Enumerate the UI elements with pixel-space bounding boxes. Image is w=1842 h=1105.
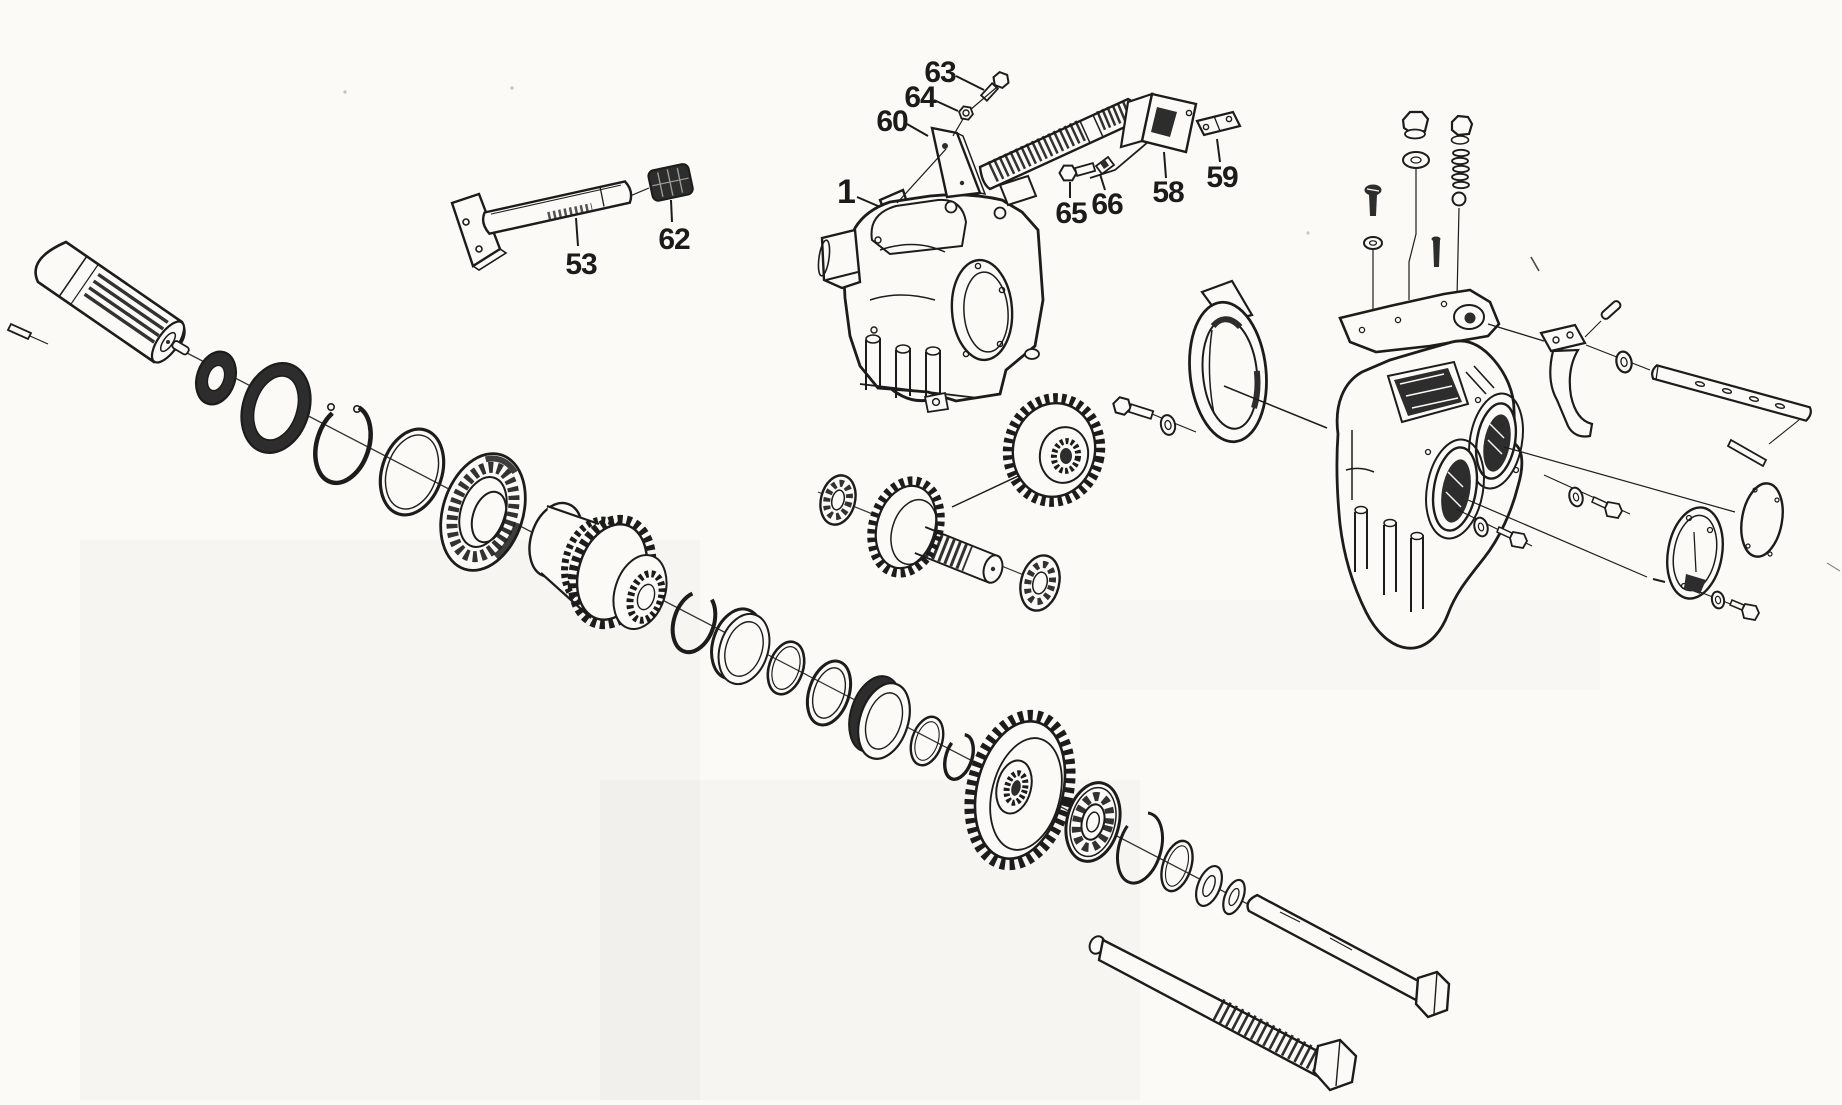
shim-ring-2 [766,640,806,696]
shift-rail-washer [1615,350,1633,374]
oval-end-cover [1666,506,1724,600]
gearbox-top-dome [870,198,968,256]
countershaft-bearing-right [1019,554,1061,612]
rail-lock-pin-group [1726,419,1800,468]
callout-label-65: 65 [1055,197,1087,230]
leader-line-1 [856,196,879,207]
pin-66-group [1094,155,1116,176]
mounting-plate-60-group [896,126,987,204]
bracket-link-wire [1089,141,1149,179]
bolt-63-group [969,70,1010,111]
threaded-bolt-group [1088,935,1358,1092]
rear-housing-hardware-top [1363,110,1474,330]
long-bolt-group [1246,893,1451,1019]
callout-label-62: 62 [658,223,690,256]
leader-line-62 [670,199,673,223]
spacer-ring [805,659,853,727]
gearbox-side-cover [950,258,1014,362]
washer-64-group [952,105,974,137]
input-shaft-ring-train-group [194,350,527,572]
snap-ring-3 [943,733,975,781]
leader-line-64 [933,99,959,112]
scan-texture [343,86,1841,572]
leader-line-60 [906,123,929,137]
cover-bolt-group [1699,590,1761,621]
tapered-roller-bearing [439,452,527,572]
shift-fork-group [1539,323,1594,438]
rear-housing-top-cover [1338,288,1545,354]
gearbox-top-clamp [998,174,1038,207]
leader-line-58 [1163,151,1167,179]
clutch-hub-group [528,501,668,630]
callout-label-1: 1 [837,173,855,211]
housing-cover-bolts [1455,474,1631,549]
roll-pin-group [1584,300,1622,338]
pto-shaft-53-group [450,180,650,271]
leader-line-66 [1099,173,1106,191]
output-gear-group [964,709,1076,871]
main-gearbox-assembly-group [817,174,1045,414]
countershaft-bearing-left [819,474,857,526]
callout-label-59: 59 [1206,161,1238,194]
bracket-58-group [1119,92,1198,154]
snap-ring-1 [313,402,373,486]
callout-label-53: 53 [565,248,597,281]
countershaft-large-gear [1002,393,1106,507]
callout-label-60: 60 [876,105,908,138]
callout-label-64: 64 [904,81,937,114]
synchro-ring-stack-group [670,589,975,781]
snap-ring-2 [670,589,718,655]
adapter-leader-line [1223,385,1328,429]
cluster-gear [867,476,1004,584]
adapter-ring-group [1188,279,1328,444]
gearbox-bottom-studs [859,334,979,400]
shift-rail-group [1651,364,1812,422]
leader-line-63 [955,75,985,91]
countershaft-group [819,393,1106,612]
rear-housing-group [1335,110,1812,650]
round-end-cover [1740,482,1784,558]
detent-ball [1451,191,1467,207]
strap-59-group [1195,110,1242,137]
leader-line-53 [575,217,579,247]
leader-line-59 [1216,138,1221,163]
callouts-group: 1 53 62 63 64 60 65 66 58 59 [565,56,1239,281]
callout-label-63: 63 [924,56,956,89]
output-ball-bearing-group [1064,781,1122,863]
rear-housing-body [1335,339,1524,650]
cover-leader-line-2 [1467,499,1648,578]
cap-62-group [647,163,694,202]
callout-label-66: 66 [1091,188,1123,221]
retainer-rings-washers-group [1116,811,1246,916]
bolt-65-group [1058,161,1097,182]
gearbox-input-stub [817,228,862,290]
input-shaft-group [6,240,190,364]
shim-ring-1 [378,427,446,517]
cover-leader-line-1 [1503,446,1736,513]
callout-label-58: 58 [1152,176,1184,209]
thin-ring [909,715,945,767]
snap-ring-4 [1116,811,1164,885]
woodruff-key [171,340,190,356]
adapter-bolt-group [1112,396,1197,436]
